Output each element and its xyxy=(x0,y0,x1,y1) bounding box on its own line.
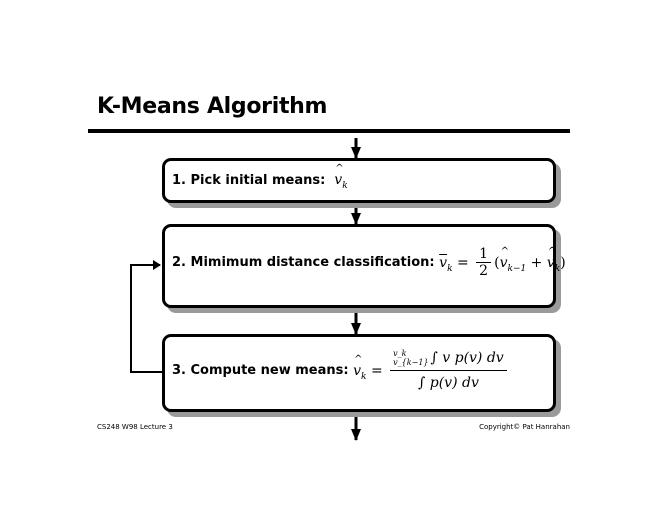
step-3: 3. Compute new means: vk = v_k v_{k−1} ∫… xyxy=(172,346,510,395)
footer-copyright: Copyright© Pat Hanrahan xyxy=(479,423,570,431)
step-1: 1. Pick initial means: vk xyxy=(172,163,348,191)
v-hat: v xyxy=(334,163,343,188)
loop-back-arrow xyxy=(130,260,162,373)
sub: k xyxy=(447,263,453,274)
numerator-integral: ∫ v p(v) dv xyxy=(430,350,504,366)
paren: ) xyxy=(560,254,566,271)
sub: k−1 xyxy=(507,263,527,274)
footer-course: CS248 W98 Lecture 3 xyxy=(97,423,173,431)
plus: + xyxy=(530,254,543,271)
integral-lower-limit: v_{k−1} xyxy=(393,358,429,367)
slide-title: K-Means Algorithm xyxy=(97,94,328,119)
step-1-label: 1. Pick initial means: xyxy=(172,173,326,188)
step-3-formula: vk = v_k v_{k−1} ∫ v p(v) dv ∫ p(v) dv xyxy=(353,349,510,391)
step-3-label: 3. Compute new means: xyxy=(172,363,349,378)
v-hat: v xyxy=(500,246,509,271)
denominator-integral: ∫ p(v) dv xyxy=(418,375,479,391)
step-1-box xyxy=(162,158,556,203)
integral-upper-limit: v_k xyxy=(393,349,407,358)
paren: ( xyxy=(494,254,500,271)
sub: k xyxy=(342,181,348,191)
integral-limits: v_k v_{k−1} xyxy=(393,349,428,367)
v-bar: v xyxy=(439,254,448,271)
step-1-formula: vk xyxy=(330,163,348,191)
step-2-label: 2. Mimimum distance classification: xyxy=(172,255,435,270)
step-2-box xyxy=(162,224,556,308)
equals: = xyxy=(456,254,469,271)
sub: k xyxy=(554,263,561,274)
title-rule xyxy=(88,129,570,133)
fraction: v_k v_{k−1} ∫ v p(v) dv ∫ p(v) dv xyxy=(390,346,507,395)
denominator: 2 xyxy=(479,263,489,279)
step-3-box xyxy=(162,334,556,412)
equals: = xyxy=(370,362,383,379)
numerator: 1 xyxy=(476,246,492,263)
sub: k xyxy=(361,371,367,382)
step-2-formula: vk = 12(vk−1 + vk) xyxy=(439,246,566,280)
v-hat: v xyxy=(547,246,556,271)
v-hat: v xyxy=(353,354,362,379)
step-2: 2. Mimimum distance classification: vk =… xyxy=(172,246,566,280)
numerator-row: v_k v_{k−1} ∫ v p(v) dv xyxy=(390,346,507,371)
